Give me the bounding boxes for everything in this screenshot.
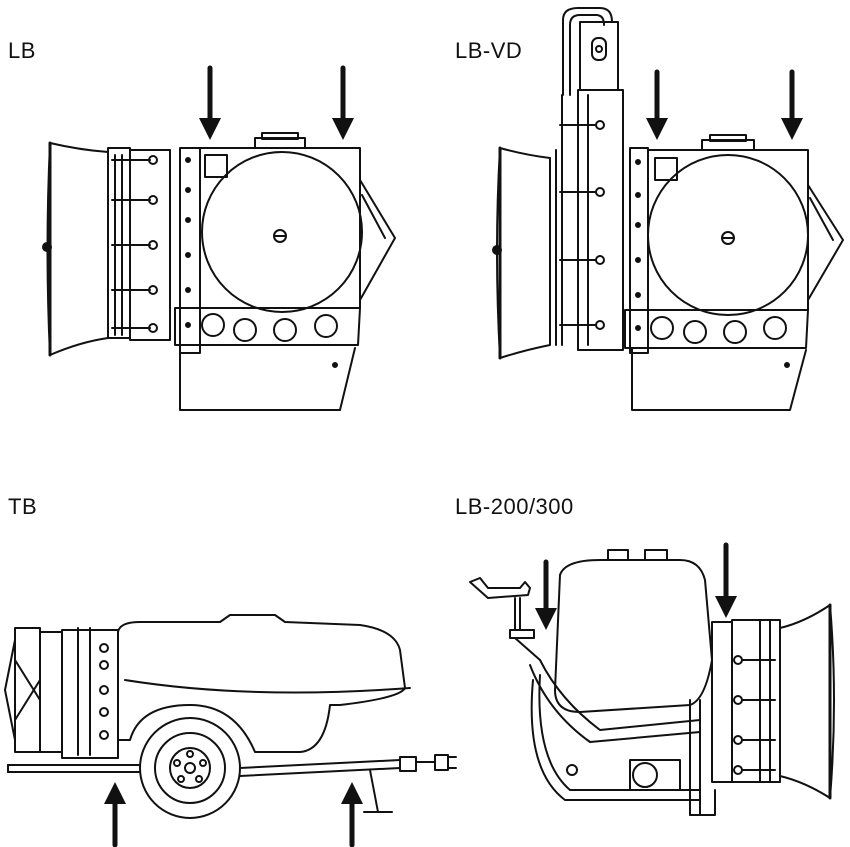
nozzle-row — [112, 156, 157, 332]
arrow-down-icon — [535, 562, 557, 630]
diagram-tb — [5, 615, 456, 845]
arrow-down-icon — [715, 545, 737, 618]
arrow-down-icon — [781, 72, 803, 140]
label-tb: TB — [8, 494, 38, 519]
arrow-down-icon — [199, 68, 221, 140]
diagram-lb — [43, 68, 395, 410]
label-lb-200-300: LB-200/300 — [455, 494, 574, 519]
label-lb: LB — [8, 38, 36, 63]
arrow-down-icon — [646, 72, 668, 140]
arrow-up-icon — [341, 782, 363, 845]
diagram-lb-200-300 — [470, 545, 834, 815]
tank-body — [118, 615, 405, 752]
arrow-down-icon — [332, 68, 354, 140]
arrow-up-icon — [104, 782, 126, 845]
wheel — [140, 718, 240, 818]
diagram-lb-vd — [493, 8, 843, 410]
label-lb-vd: LB-VD — [455, 38, 523, 63]
fan-cowl — [48, 143, 109, 355]
tank-body — [555, 560, 712, 712]
tank-round — [202, 152, 362, 312]
